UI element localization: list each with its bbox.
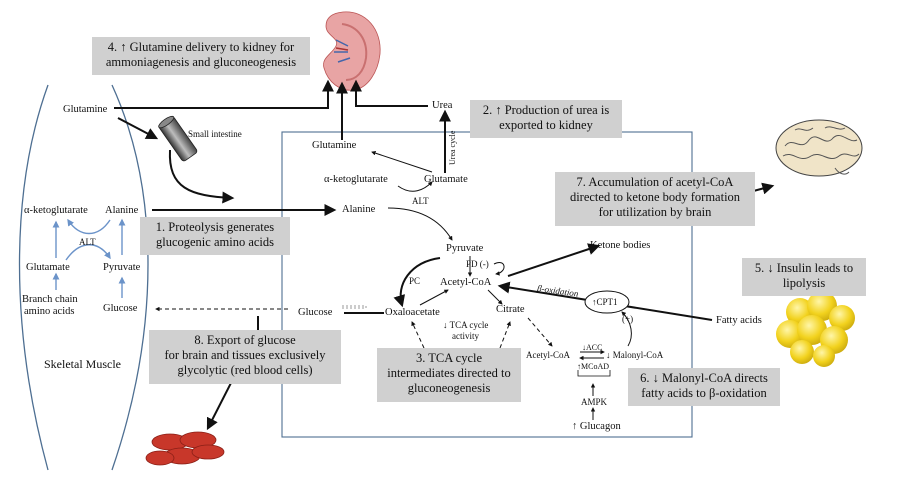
tca-activity-line-2: activity xyxy=(452,331,479,341)
box-3-line-1: 3. TCA cycle xyxy=(415,351,483,365)
muscle-alpha-ketoglutarate: α-ketoglutarate xyxy=(24,205,88,216)
annotation-box-5: 5. ↓ Insulin leads to lipolysis xyxy=(742,258,866,296)
muscle-glucose: Glucose xyxy=(103,303,138,314)
brain-icon xyxy=(775,119,863,177)
citrate: Citrate xyxy=(496,304,525,315)
acc-label: ↓ACC xyxy=(582,343,603,352)
annotation-box-3: 3. TCA cycle intermediates directed to g… xyxy=(377,348,521,402)
annotation-box-8: 8. Export of glucose for brain and tissu… xyxy=(149,330,341,384)
box-2-line-2: exported to kidney xyxy=(499,118,593,132)
box-2-line-1: 2. ↑ Production of urea is xyxy=(482,103,610,117)
box-7-line-2: directed to ketone body formation xyxy=(569,190,741,204)
glucagon-label: ↑ Glucagon xyxy=(572,421,621,432)
muscle-arrows xyxy=(52,218,126,298)
adipose-tissue-icon xyxy=(776,291,855,367)
box-8-line-1: 8. Export of glucose xyxy=(194,333,296,347)
pd-label: PD (-) xyxy=(466,259,489,269)
liver-alanine: Alanine xyxy=(342,204,376,215)
muscle-alanine: Alanine xyxy=(105,205,139,216)
mcoad-label: ↑MCoAD xyxy=(577,362,610,371)
fatty-acids: Fatty acids xyxy=(716,315,762,326)
muscle-glutamate: Glutamate xyxy=(26,262,70,273)
liver-acetyl-coa: Acetyl-CoA xyxy=(440,277,492,288)
annotation-box-4: 4. ↑ Glutamine delivery to kidney for am… xyxy=(92,37,310,75)
muscle-branch-chain: Branch chain xyxy=(22,294,78,305)
box-3-line-2: intermediates directed to xyxy=(387,366,511,380)
cpt1-ellipse xyxy=(584,290,630,314)
skeletal-muscle-title: Skeletal Muscle xyxy=(44,357,121,371)
muscle-amino-acids: amino acids xyxy=(24,306,75,317)
mcoad-bracket xyxy=(577,370,611,377)
thin-arrows xyxy=(371,151,632,420)
glucose-dotted-border xyxy=(341,305,367,309)
small-intestine-label: Small intestine xyxy=(188,129,242,139)
annotation-box-1: 1. Proteolysis generates glucogenic amin… xyxy=(140,217,290,255)
liver-pyruvate: Pyruvate xyxy=(446,243,484,254)
acetyl-coa-cytosolic: Acetyl-CoA xyxy=(526,350,570,360)
box-7-line-3: for utilization by brain xyxy=(598,205,712,219)
liver-alt-label: ALT xyxy=(412,196,429,206)
box-5-line-2: lipolysis xyxy=(782,276,826,290)
urea-cycle-label: Urea cycle xyxy=(448,130,457,165)
pc-label: PC xyxy=(409,276,421,286)
dashed-arrows xyxy=(155,306,553,349)
ketone-bodies: Ketone bodies xyxy=(590,240,651,251)
malonyl-coa: ↓ Malonyl-CoA xyxy=(606,350,664,360)
annotation-box-7: 7. Accumulation of acetyl-CoA directed t… xyxy=(555,172,755,226)
cpt1-plus: (+) xyxy=(622,314,634,324)
box-4-line-1: 4. ↑ Glutamine delivery to kidney for xyxy=(107,40,295,54)
ampk-label: AMPK xyxy=(581,397,608,407)
liver-glucose: Glucose xyxy=(298,307,333,318)
annotation-box-2: 2. ↑ Production of urea is exported to k… xyxy=(470,100,622,138)
kidney-icon xyxy=(323,11,381,91)
skeletal-muscle-outline xyxy=(18,84,149,471)
oxaloacetate: Oxaloacetate xyxy=(385,307,440,318)
box-6-line-2: fatty acids to β-oxidation xyxy=(641,386,767,400)
muscle-alt-label: ALT xyxy=(79,237,96,247)
muscle-glutamine: Glutamine xyxy=(63,104,108,115)
urea-label: Urea xyxy=(432,100,453,111)
small-intestine-icon xyxy=(158,115,198,162)
liver-glutamine: Glutamine xyxy=(312,140,357,151)
red-blood-cells-icon xyxy=(145,431,225,466)
muscle-pyruvate: Pyruvate xyxy=(103,262,141,273)
box-8-line-3: glycolytic (red blood cells) xyxy=(177,363,313,377)
box-4-line-2: ammoniagenesis and gluconeogenesis xyxy=(105,55,297,69)
box-1-line-2: glucogenic amino acids xyxy=(155,235,275,249)
box-8-line-2: for brain and tissues exclusively xyxy=(164,348,326,362)
box-7-line-1: 7. Accumulation of acetyl-CoA xyxy=(576,175,734,189)
box-5-line-1: 5. ↓ Insulin leads to xyxy=(754,261,854,275)
tca-activity-line-1: ↓ TCA cycle xyxy=(443,320,489,330)
annotation-box-6: 6. ↓ Malonyl-CoA directs fatty acids to … xyxy=(628,368,780,406)
box-1-line-1: 1. Proteolysis generates xyxy=(155,220,275,234)
box-3-line-3: gluconeogenesis xyxy=(407,381,491,395)
box-6-line-1: 6. ↓ Malonyl-CoA directs xyxy=(640,371,768,385)
liver-alpha-ketoglutarate: α-ketoglutarate xyxy=(324,174,388,185)
cpt1-label: ↑CPT1 xyxy=(592,297,618,307)
liver-glutamate: Glutamate xyxy=(424,174,468,185)
